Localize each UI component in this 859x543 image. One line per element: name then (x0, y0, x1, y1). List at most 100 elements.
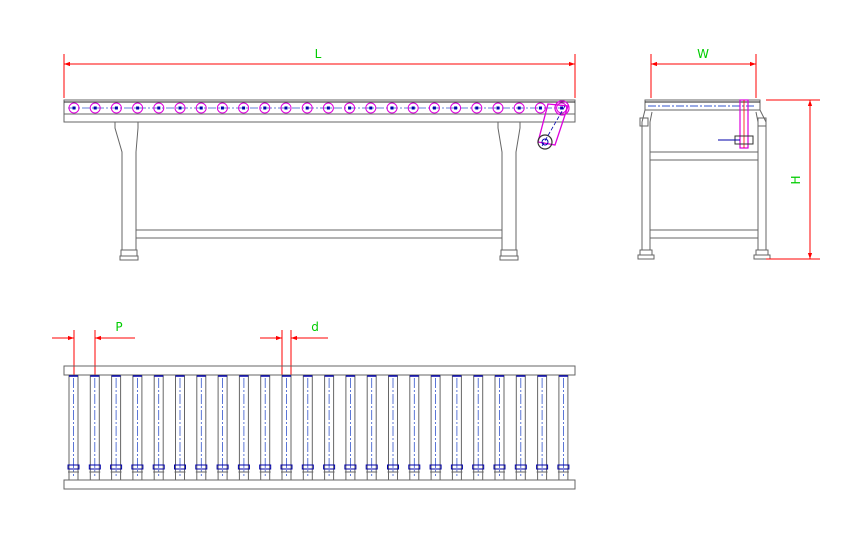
top-side-rails (63, 365, 576, 490)
roller-end (407, 102, 419, 114)
roller-sprocket (323, 464, 336, 470)
roller-sprocket (280, 464, 293, 470)
side-frame (637, 99, 771, 260)
roller-axle (348, 106, 352, 110)
roller-axle (475, 106, 479, 110)
roller-axle (369, 106, 373, 110)
roller-end (322, 102, 334, 114)
roller-end (195, 102, 207, 114)
roller-axle (454, 106, 458, 110)
roller (409, 374, 420, 481)
roller-end (259, 102, 271, 114)
roller-axle (326, 106, 330, 110)
roller-end (132, 102, 144, 114)
roller (217, 374, 228, 481)
length-dimension (63, 54, 576, 98)
roller-sprocket (259, 464, 272, 470)
roller (324, 374, 335, 481)
roller-sprocket (365, 464, 378, 470)
roller-sprocket (344, 464, 357, 470)
roller (302, 374, 313, 481)
pitch-dimension (52, 330, 135, 376)
roller (153, 374, 164, 481)
roller-axle (432, 106, 436, 110)
roller-end (386, 102, 398, 114)
roller (238, 374, 249, 481)
width-label: W (697, 47, 709, 61)
roller-end (471, 102, 483, 114)
roller-sprocket (429, 464, 442, 470)
roller-end (280, 102, 292, 114)
roller-axle (390, 106, 394, 110)
roller-axle (93, 106, 97, 110)
roller (260, 374, 271, 481)
roller-end (365, 102, 377, 114)
roller-sprocket (131, 464, 144, 470)
front-legs (114, 122, 521, 261)
roller-sprocket (216, 464, 229, 470)
roller-sprocket (237, 464, 250, 470)
roller-sprocket (88, 464, 101, 470)
roller-end (428, 102, 440, 114)
roller-axle (263, 106, 267, 110)
roller-end (492, 102, 504, 114)
roller (515, 374, 526, 481)
roller-sprocket (387, 464, 399, 470)
roller-axle (496, 106, 500, 110)
roller-end (301, 102, 313, 114)
frame-rail (63, 99, 576, 123)
roller-sprocket (152, 464, 165, 470)
roller (132, 374, 143, 481)
roller-sprocket (536, 464, 549, 470)
top-view: P d (52, 320, 576, 490)
height-label: H (789, 175, 803, 184)
roller-end (68, 102, 80, 114)
roller-end (110, 102, 122, 114)
roller-axle (305, 106, 309, 110)
roller-sprocket (408, 464, 421, 470)
roller-axle (411, 106, 415, 110)
roller-sprocket (493, 464, 506, 470)
width-dimension (650, 54, 757, 98)
roller-axle (517, 106, 521, 110)
drive-unit (537, 100, 570, 150)
roller-sprocket (472, 464, 485, 470)
diameter-label: d (311, 320, 319, 334)
roller-sprocket (450, 464, 463, 470)
diameter-dimension (260, 330, 328, 376)
roller-end (450, 102, 462, 114)
roller (89, 374, 100, 481)
roller-end (89, 102, 101, 114)
roller-axle (199, 106, 203, 110)
roller (388, 374, 398, 481)
roller (451, 374, 462, 481)
roller (281, 374, 292, 481)
roller (68, 374, 79, 481)
roller-sprocket (110, 464, 123, 470)
roller-axle (560, 106, 564, 110)
roller-end (216, 102, 228, 114)
roller-axle (157, 106, 161, 110)
roller-sprocket (67, 464, 80, 470)
side-view: W H (637, 47, 820, 260)
roller (111, 374, 122, 481)
roller-end (238, 102, 250, 114)
roller (175, 374, 185, 481)
roller-end (513, 102, 525, 114)
roller (345, 374, 356, 481)
roller-axle (178, 106, 182, 110)
roller (366, 374, 377, 481)
roller-sprocket (514, 464, 527, 470)
roller-end (556, 102, 568, 114)
roller-sprocket (557, 464, 570, 470)
roller-axle (220, 106, 224, 110)
roller-axle (538, 106, 542, 110)
height-dimension (766, 99, 820, 260)
front-view: L (63, 47, 576, 261)
roller-sprocket (195, 464, 208, 470)
roller-axle (136, 106, 140, 110)
roller (494, 374, 505, 481)
roller-end (344, 102, 356, 114)
pitch-label: P (115, 320, 122, 334)
